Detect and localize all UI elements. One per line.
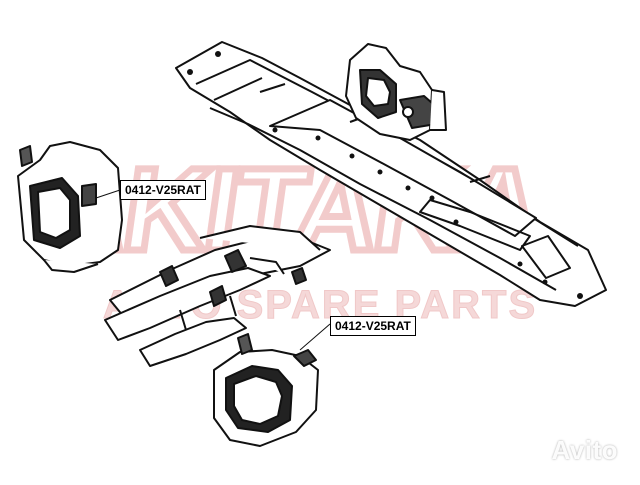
engine-mount-left bbox=[17, 141, 123, 273]
engine-mount-upper-right bbox=[345, 43, 447, 141]
mounting-bracket-frame bbox=[104, 225, 331, 367]
callout-leader-lines bbox=[95, 189, 331, 351]
crossmember-holes bbox=[187, 51, 583, 299]
engine-mount-lower bbox=[213, 333, 319, 447]
crossmember-beam bbox=[175, 41, 607, 307]
avito-dots-icon bbox=[511, 437, 546, 468]
part-number-callout-lower: 0412-V25RAT bbox=[330, 316, 416, 336]
part-number-callout-upper: 0412-V25RAT bbox=[120, 180, 206, 200]
avito-wordmark: Avito bbox=[551, 435, 618, 465]
avito-watermark: Avito bbox=[511, 435, 618, 468]
